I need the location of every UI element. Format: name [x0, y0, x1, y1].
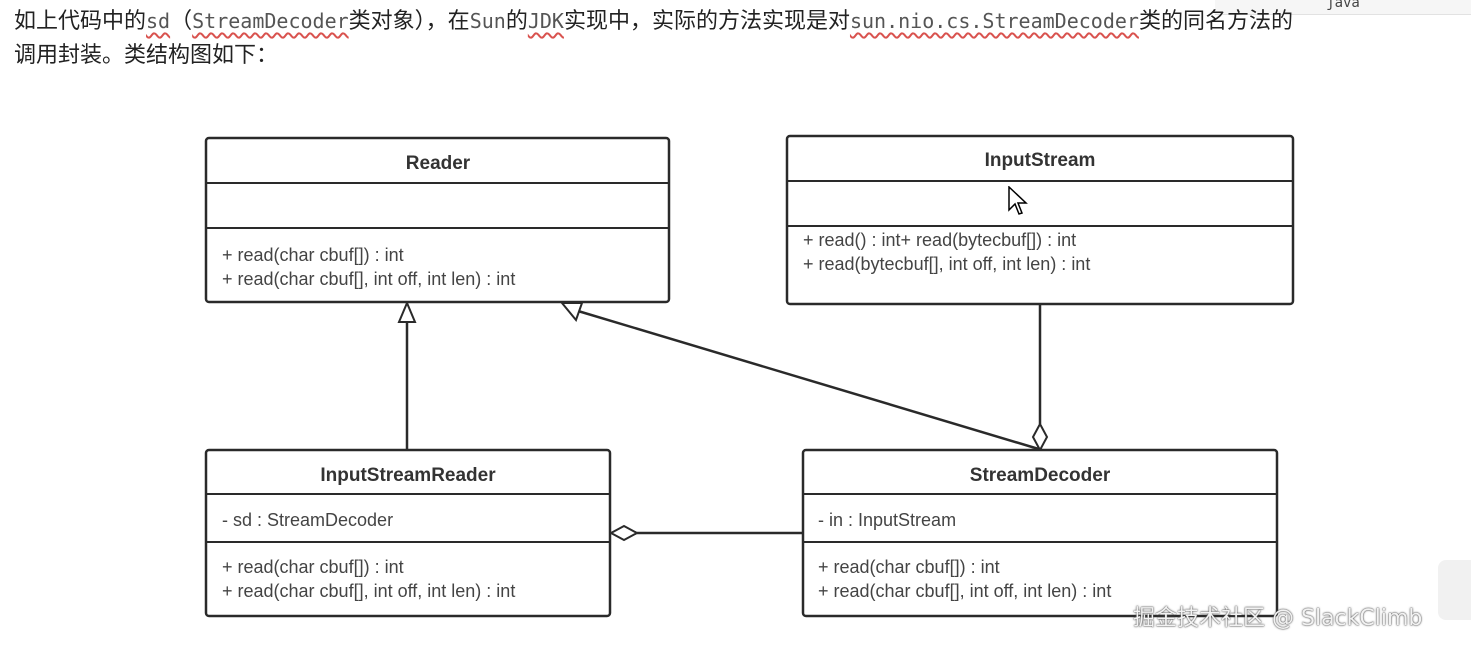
relationships	[397, 300, 1049, 542]
class-inputstreamreader-name: InputStreamReader	[320, 465, 496, 486]
class-streamdecoder-field-1: - in : InputStream	[818, 510, 956, 530]
class-inputstream-method-2: + read(bytecbuf[], int off, int len) : i…	[803, 254, 1090, 274]
mouse-pointer-icon	[1008, 186, 1028, 215]
intro-text-4: 的	[505, 9, 528, 34]
code-streamdecoder: StreamDecoder	[192, 9, 349, 33]
class-inputstreamreader-field-1: - sd : StreamDecoder	[222, 510, 393, 530]
intro-text-1: 如上代码中的	[14, 9, 147, 34]
code-language-tag: java	[1215, 0, 1471, 15]
watermark: 掘金技术社区 @ SlackClimb	[1133, 606, 1423, 631]
class-inputstream-method-1: + read() : int+ read(bytecbuf[]) : int	[803, 230, 1076, 250]
class-streamdecoder-name: StreamDecoder	[970, 465, 1111, 486]
intro-text-3: 类对象），在	[348, 9, 470, 34]
intro-paragraph: 如上代码中的sd（StreamDecoder类对象），在Sun的JDK实现中，实…	[14, 4, 1454, 73]
intro-text-6: 类的同名方法的	[1138, 9, 1293, 34]
class-inputstream-name: InputStream	[985, 150, 1096, 171]
code-sd: sd	[146, 9, 171, 33]
class-reader: Reader + read(char cbuf[]) : int + read(…	[204, 136, 671, 304]
code-fullclass: sun.nio.cs.StreamDecoder	[849, 9, 1139, 33]
class-inputstreamreader-method-2: + read(char cbuf[], int off, int len) : …	[222, 581, 515, 601]
class-inputstreamreader: InputStreamReader - sd : StreamDecoder +…	[204, 448, 612, 618]
class-reader-method-2: + read(char cbuf[], int off, int len) : …	[222, 269, 515, 289]
code-jdk: JDK	[527, 9, 564, 33]
isr-aggregation-diamond	[608, 524, 640, 542]
class-streamdecoder: StreamDecoder - in : InputStream + read(…	[801, 448, 1279, 618]
intro-text-5: 实现中，实际的方法实现是对	[563, 9, 850, 34]
class-reader-method-1: + read(char cbuf[]) : int	[222, 245, 404, 265]
intro-text-2: （	[170, 9, 193, 34]
class-inputstream: InputStream + read() : int+ read(bytecbu…	[785, 134, 1295, 306]
class-streamdecoder-method-2: + read(char cbuf[], int off, int len) : …	[818, 581, 1111, 601]
sd-to-reader-line	[577, 309, 1043, 452]
corner-logo-icon	[1438, 560, 1471, 620]
isr-generalization-arrowhead	[397, 300, 417, 323]
intro-text-line2: 调用封装。类结构图如下：	[14, 43, 279, 68]
sd-generalization-arrowhead	[559, 302, 584, 323]
code-sun: Sun	[469, 9, 506, 33]
sd-aggregation-diamond	[1031, 421, 1049, 453]
class-reader-name: Reader	[406, 153, 471, 174]
class-streamdecoder-method-1: + read(char cbuf[]) : int	[818, 557, 1000, 577]
class-inputstreamreader-method-1: + read(char cbuf[]) : int	[222, 557, 404, 577]
